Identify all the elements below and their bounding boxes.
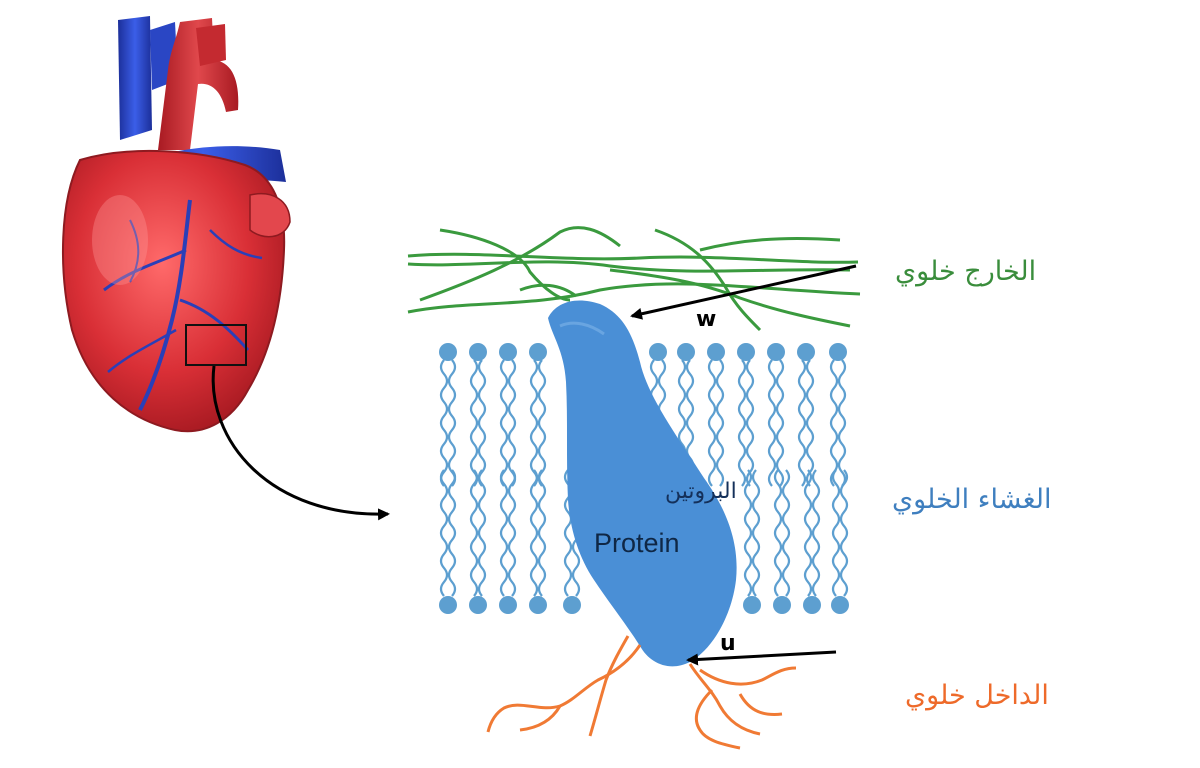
lipid-tail — [447, 469, 457, 597]
lipid-head — [439, 343, 457, 361]
lipid-tail — [477, 359, 487, 487]
lipid-tail — [751, 469, 761, 597]
lipid-head — [499, 343, 517, 361]
label-cell-membrane: الغشاء الخلوي — [892, 484, 1052, 515]
intracellular-cytoskeleton — [486, 635, 797, 750]
arrow-w-label: w — [696, 307, 716, 332]
lipid-head — [737, 343, 755, 361]
lipid-tail — [499, 359, 509, 487]
arrow-w — [630, 264, 857, 320]
lipid-tail — [829, 359, 839, 487]
lipid-tail — [781, 469, 791, 597]
protein-label-english: Protein — [594, 528, 680, 558]
lipid-tail — [743, 469, 753, 597]
lipid-tail — [797, 359, 807, 487]
lipid-tail — [737, 359, 747, 487]
zoom-box-icon — [185, 324, 247, 366]
lipid-head — [529, 343, 547, 361]
arrow-u-label: u — [720, 631, 736, 656]
lipid-head — [563, 596, 581, 614]
lipid-tail — [715, 359, 725, 487]
lipid-head — [499, 596, 517, 614]
lipid-head — [439, 596, 457, 614]
lipid-tail — [529, 469, 539, 597]
lipid-tail — [477, 469, 487, 597]
extracellular-matrix — [407, 226, 861, 332]
lipid-head — [649, 343, 667, 361]
lipid-tail — [745, 359, 755, 487]
lipid-head — [831, 596, 849, 614]
protein-label-arabic: البروتين — [665, 479, 737, 504]
lipid-tail — [805, 359, 815, 487]
label-intracellular: الداخل خلوي — [905, 680, 1049, 711]
lipid-tail — [469, 469, 479, 597]
lipid-tail — [439, 359, 449, 487]
lipid-tail — [837, 359, 847, 487]
lipid-tail — [507, 359, 517, 487]
lipid-head — [773, 596, 791, 614]
arrow-u — [686, 650, 837, 666]
lipid-tail — [707, 359, 717, 487]
lipid-head — [803, 596, 821, 614]
lipid-tail — [469, 359, 479, 487]
heart-anatomy-icon — [61, 16, 291, 433]
lipid-tail — [811, 469, 821, 597]
lipid-head — [797, 343, 815, 361]
lipid-tail — [775, 359, 785, 487]
label-extracellular: الخارج خلوي — [895, 256, 1037, 287]
lipid-tail — [537, 469, 547, 597]
lipid-tail — [507, 469, 517, 597]
lipid-head — [469, 596, 487, 614]
lipid-head — [529, 596, 547, 614]
lipid-head — [677, 343, 695, 361]
lipid-head — [469, 343, 487, 361]
lipid-tail — [529, 359, 539, 487]
lipid-head — [829, 343, 847, 361]
lipid-bilayer — [439, 343, 849, 614]
lipid-tail — [447, 359, 457, 487]
membrane-protein-shape — [548, 300, 737, 667]
lipid-tail — [537, 359, 547, 487]
lipid-head — [707, 343, 725, 361]
lipid-head — [743, 596, 761, 614]
lipid-tail — [839, 469, 849, 597]
zoom-arrow — [211, 365, 390, 521]
lipid-tail — [773, 469, 783, 597]
lipid-head — [767, 343, 785, 361]
lipid-tail — [767, 359, 777, 487]
lipid-tail — [831, 469, 841, 597]
lipid-tail — [803, 469, 813, 597]
lipid-tail — [439, 469, 449, 597]
lipid-tail — [499, 469, 509, 597]
